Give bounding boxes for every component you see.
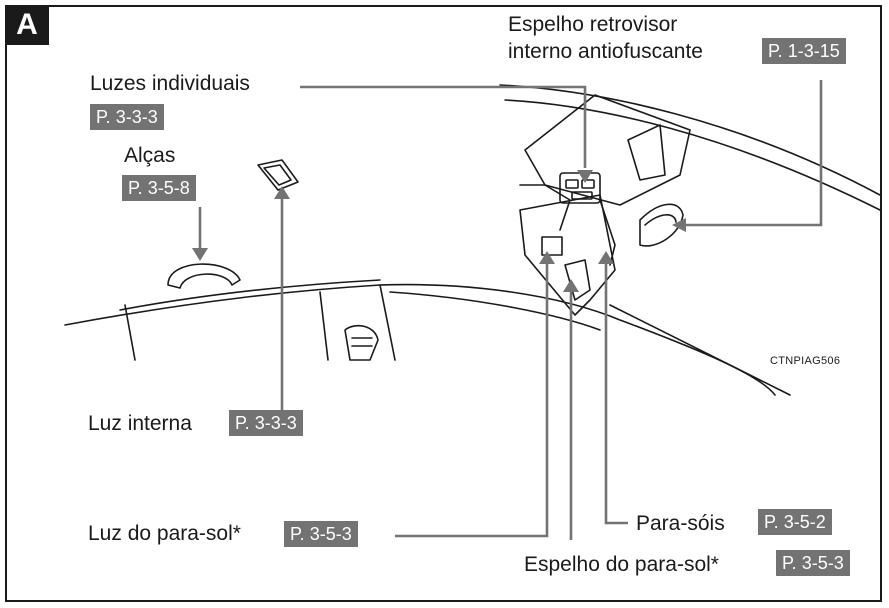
sun-visors-page-ref[interactable]: P. 3-5-2: [758, 509, 832, 535]
sun-visor: [519, 194, 616, 316]
dome-light: [257, 159, 299, 191]
visor-mirror: [564, 259, 591, 301]
handles-page-ref[interactable]: P. 3-5-8: [122, 175, 196, 201]
interior-light-page-ref[interactable]: P. 3-3-3: [229, 410, 303, 436]
pillar-center: [319, 291, 329, 361]
pillar-left: [124, 304, 136, 361]
visor-light-label: Luz do para-sol*: [88, 522, 241, 545]
visor-mirror-page-ref[interactable]: P. 3-5-3: [776, 550, 850, 576]
leader-individual-lights: [300, 85, 587, 168]
interior-light-label: Luz interna: [88, 412, 192, 435]
mirror-label-line2: interno antiofuscante: [508, 40, 703, 63]
visor-light-page-ref[interactable]: P. 3-5-3: [284, 521, 358, 547]
mirror-label-line1: Espelho retrovisor: [508, 13, 678, 36]
handles-label: Alças: [124, 144, 176, 167]
headliner-edge-inner: [119, 279, 381, 311]
grab-handle: [167, 263, 241, 289]
rear-view-mirror: [639, 203, 684, 247]
windshield-right: [609, 304, 791, 396]
leader-visor-light: [395, 262, 549, 538]
visor-light: [541, 236, 563, 256]
mirror-mount: [627, 124, 666, 181]
vent-part: [344, 324, 379, 361]
visor-mirror-label: Espelho do para-sol*: [524, 553, 719, 576]
windshield-line: [389, 291, 601, 331]
leader-sun-visors: [604, 262, 628, 525]
console-side: [519, 184, 571, 231]
pillar-right: [379, 284, 396, 361]
diagram-frame: [5, 5, 882, 602]
section-badge: A: [5, 5, 49, 45]
individual-lights-page-ref[interactable]: P. 3-3-3: [90, 104, 164, 130]
sun-visors-label: Para-sóis: [636, 512, 725, 535]
individual-lights-label: Luzes individuais: [90, 72, 250, 95]
mirror-page-ref[interactable]: P. 1-3-15: [762, 38, 846, 64]
leader-mirror: [685, 80, 823, 227]
figure-code: CTNPIAG506: [770, 355, 841, 367]
roof-edge-line-inner: [504, 99, 881, 211]
roof-edge-line: [499, 84, 881, 196]
